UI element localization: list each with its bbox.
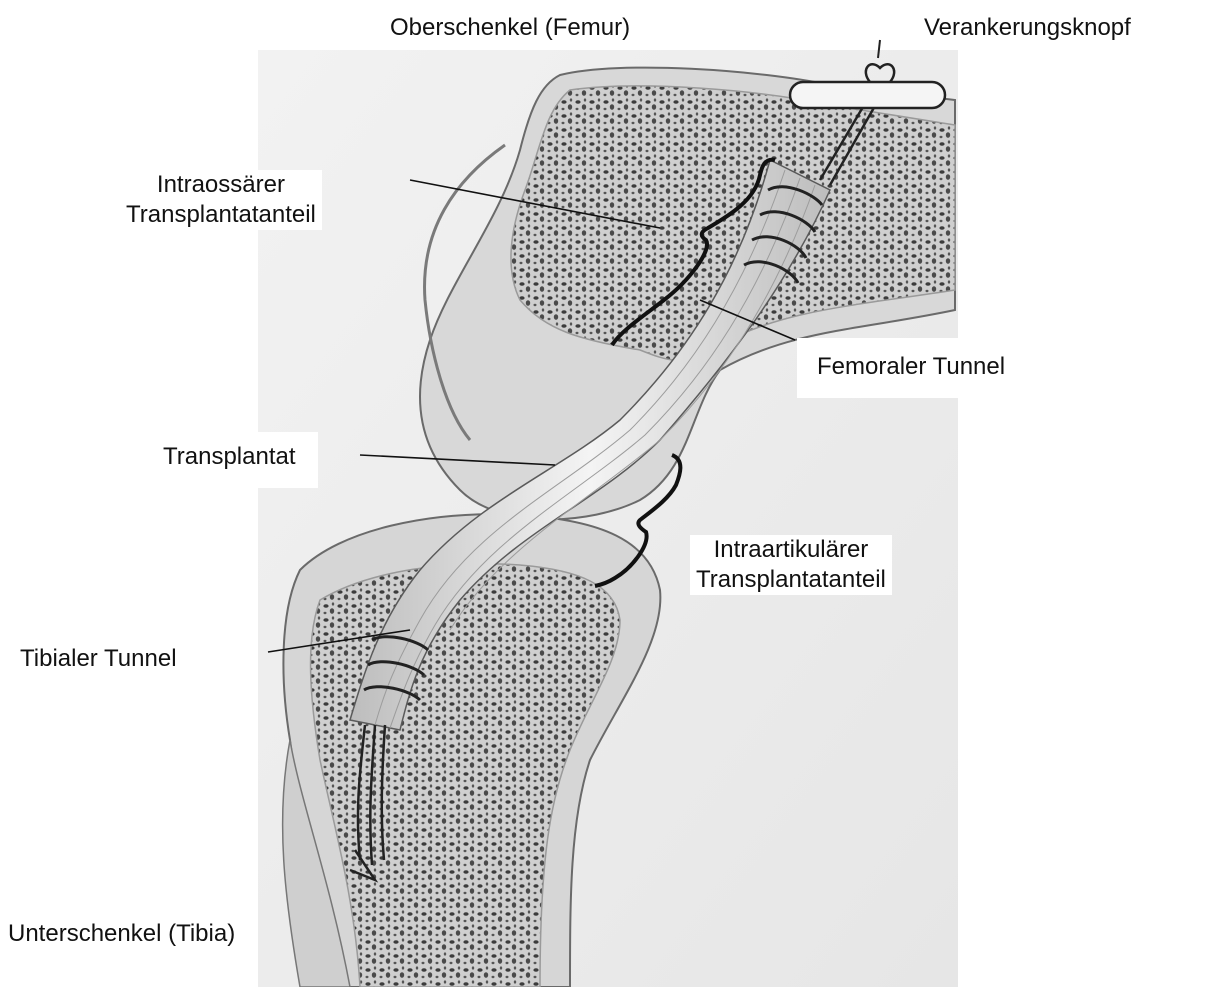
femoral-tunnel-label: Femoraler Tunnel bbox=[797, 338, 1017, 398]
intraarticular-label-line2: Transplantatanteil bbox=[696, 565, 886, 595]
intraosseous-graft-label: Intraossärer Transplantatanteil bbox=[120, 170, 322, 230]
intraosseous-label-line2: Transplantatanteil bbox=[126, 200, 316, 230]
anchor-button-label: Verankerungsknopf bbox=[918, 13, 1137, 43]
femur-label: Oberschenkel (Femur) bbox=[308, 13, 710, 43]
intraosseous-label-line1: Intraossärer bbox=[126, 170, 316, 200]
intraarticular-graft-label: Intraartikulärer Transplantatanteil bbox=[690, 535, 892, 595]
tibia-label: Unterschenkel (Tibia) bbox=[0, 905, 241, 963]
intraarticular-label-line1: Intraartikulärer bbox=[696, 535, 886, 565]
tibial-tunnel-label: Tibialer Tunnel bbox=[12, 630, 185, 688]
graft-label: Transplantat bbox=[147, 432, 318, 488]
